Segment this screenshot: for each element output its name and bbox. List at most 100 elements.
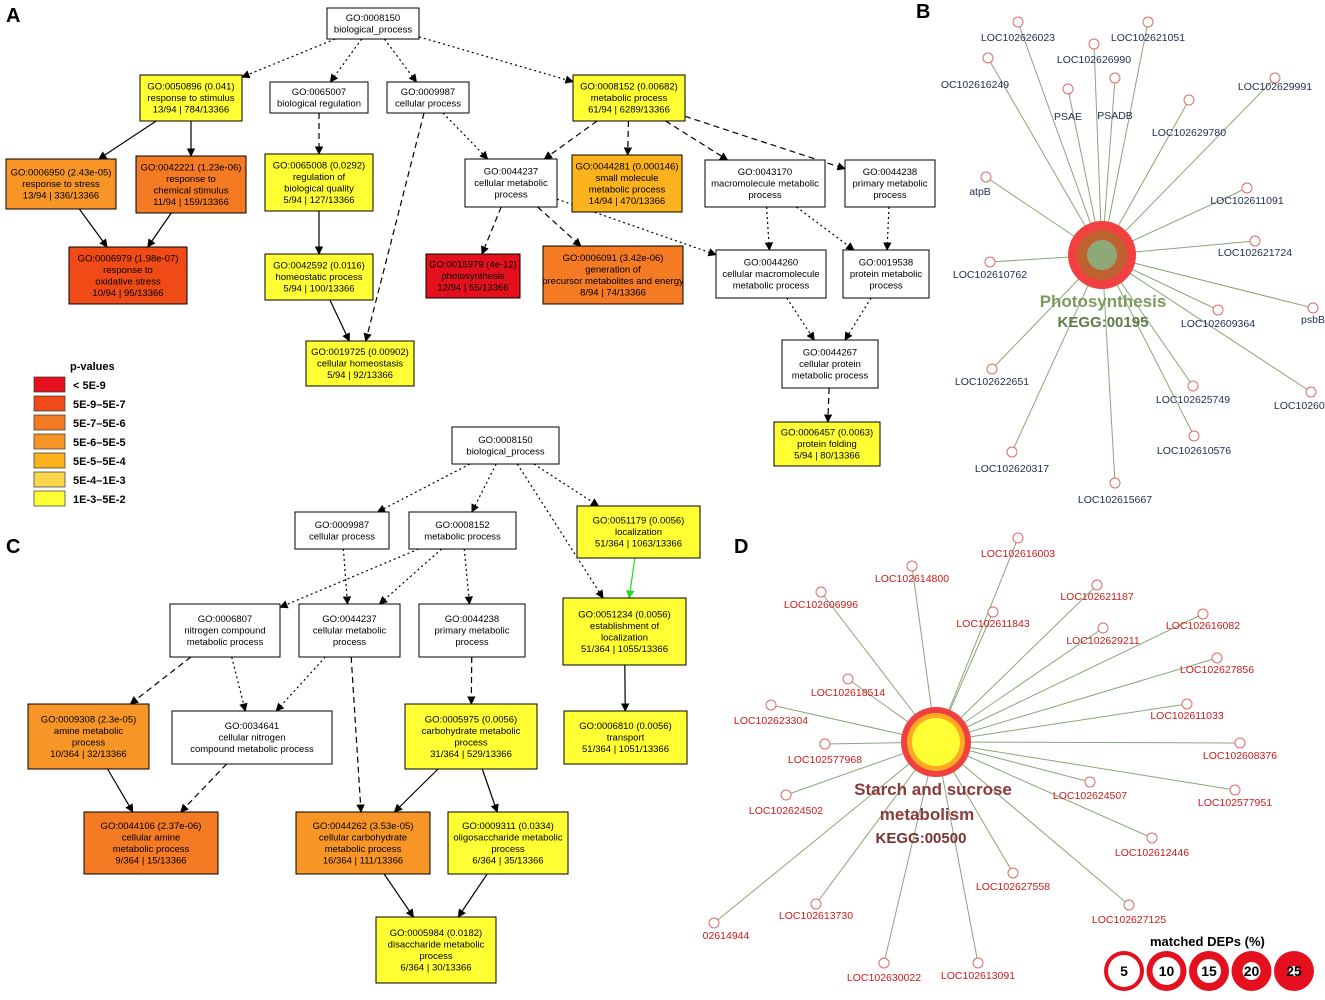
size-legend-title: matched DEPs (%) (1150, 934, 1265, 949)
go-term-label: macromolecule metabolic (711, 179, 819, 190)
go-term-box (298, 603, 401, 658)
size-legend-inner (1242, 962, 1261, 980)
go-term-label: compound metabolic process (190, 744, 314, 755)
gene-label: LOC102621724 (1218, 247, 1292, 259)
go-term-label: 8/94 | 74/13366 (580, 287, 646, 298)
gene-label: LOC102624502 (749, 805, 823, 817)
gene-label: LOC102613730 (779, 910, 853, 922)
go-edge (384, 38, 417, 83)
size-legend-inner (1289, 966, 1299, 976)
go-term-label: transport (607, 733, 645, 744)
gene-node (1062, 83, 1074, 95)
go-term-label: GO:0044238 (445, 614, 499, 625)
gene-node (1084, 776, 1096, 788)
network-edge (935, 657, 1218, 743)
go-term-label: precursor metabolites and energy (542, 276, 684, 287)
go-term-label: small molecule (596, 173, 659, 184)
gene-label: LOC102625749 (1156, 394, 1230, 406)
go-term-label: photosynthesis (441, 271, 505, 282)
go-edge (376, 463, 471, 513)
gene-node (819, 738, 831, 750)
gene-label: LOC102627558 (976, 881, 1050, 893)
go-term-label: cellular macromolecule (722, 269, 819, 280)
go-edge (378, 548, 442, 605)
gene-label: LOC102621051 (1111, 32, 1185, 44)
go-term-label: GO:0044267 (803, 348, 857, 359)
gene-label: 02614944 (703, 930, 750, 942)
go-term-box (425, 253, 521, 299)
gene-label: LOC102606996 (784, 599, 858, 611)
gene-node (1212, 304, 1224, 316)
gene-node (815, 586, 827, 598)
gene-node (980, 171, 992, 183)
go-term-label: carbohydrate metabolic (422, 726, 521, 737)
go-term-label: process (869, 281, 903, 292)
legend-item-label: 1E-3–5E-2 (73, 494, 126, 506)
size-legend-value: 15 (1201, 963, 1217, 979)
go-edge (533, 463, 600, 507)
network-edge (1093, 43, 1103, 256)
gene-node (1187, 380, 1199, 392)
go-term-label: 14/94 | 470/13366 (589, 196, 665, 207)
go-term-label: 51/364 | 1063/13366 (595, 539, 682, 550)
go-term-label: GO:0006950 (2.43e-05) (11, 168, 112, 179)
go-term-label: GO:0043170 (738, 167, 792, 178)
go-term-label: establishment of (590, 621, 660, 632)
go-term-label: metabolic process (792, 371, 869, 382)
gene-label: LOC102616003 (981, 548, 1055, 560)
go-term-label: response to stress (22, 179, 100, 190)
go-term-label: nitrogen compound (184, 626, 265, 637)
go-term-node: GO:0065008 (0.0292)regulation ofbiologic… (264, 153, 374, 212)
network-edge (935, 741, 979, 964)
go-term-label: GO:0009311 (0.0334) (462, 821, 554, 832)
go-term-label: 13/94 | 784/13366 (153, 105, 229, 116)
pathway-name-line1: Starch and sucrose (854, 780, 1012, 799)
gene-node (1269, 72, 1281, 84)
go-edge (147, 212, 172, 248)
gene-node (1088, 38, 1100, 50)
panel-letter-b: B (916, 1, 930, 23)
gene-node (878, 957, 890, 969)
network-edge (935, 584, 1098, 743)
network-edge (1017, 21, 1103, 256)
gene-node (780, 789, 792, 801)
go-term-box (704, 159, 826, 208)
pathway-center-inner (1087, 240, 1117, 270)
go-edge (463, 548, 473, 605)
gene-node (982, 52, 994, 64)
go-term-label: chemical stimulus (154, 185, 229, 196)
gene-label: LOC102609364 (1181, 318, 1255, 330)
gene-label: psbB (1301, 314, 1325, 326)
go-edge (764, 206, 774, 251)
legend-swatch (33, 414, 66, 431)
go-term-label: primary metabolic (435, 626, 510, 637)
gene-node (1007, 867, 1019, 879)
go-term-label: GO:0044238 (863, 167, 917, 178)
go-term-label: GO:0044281 (0.000146) (576, 161, 679, 172)
legend-swatch (33, 471, 66, 488)
go-edge (796, 206, 855, 251)
go-term-label: localization (615, 527, 662, 538)
go-term-label: cellular protein (799, 359, 861, 370)
go-term-label: localization (601, 632, 648, 643)
go-term-node: GO:0019725 (0.00902)cellular homeostasis… (305, 340, 415, 387)
gene-label: LOC102630022 (847, 972, 921, 984)
go-term-box (294, 511, 390, 550)
network-edge (883, 741, 937, 964)
gene-node (1109, 477, 1121, 489)
go-term-box (404, 703, 538, 770)
panel-d-kegg-network: LOC102616003LOC102614800LOC102606996LOC1… (703, 532, 1277, 984)
go-term-label: GO:0005984 (0.0182) (390, 928, 482, 939)
gene-label: LOC102626023 (981, 32, 1055, 44)
go-term-label: metabolic process (113, 844, 190, 855)
go-term-label: process (333, 637, 367, 648)
go-term-label: GO:0019725 (0.00902) (311, 347, 409, 358)
gene-label: LOC102611843 (956, 618, 1030, 630)
panel-c-go-graph: GO:0008150biological_processGO:0009987ce… (27, 426, 701, 984)
go-term-label: 12/94 | 55/13366 (437, 283, 508, 294)
